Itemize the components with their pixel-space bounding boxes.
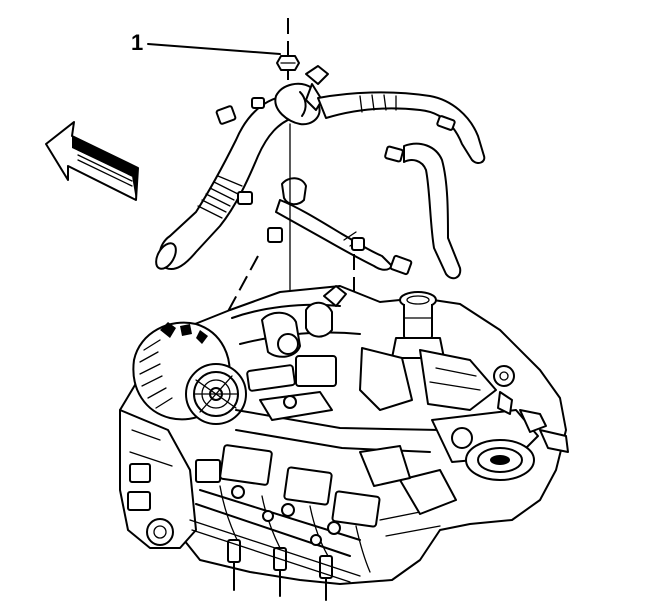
wiring-harness [155,65,486,280]
generator-pulley [185,363,247,425]
connector [215,105,237,125]
connector [351,237,365,251]
front-direction-arrow-icon [45,121,139,201]
engine-block [119,285,569,601]
harness-middle-branch [275,199,393,271]
connector [251,97,265,109]
harness-right-conduit [403,142,462,280]
ignition-coils [195,444,381,528]
callout-1: 1 [131,30,281,55]
harness-retaining-nut [276,55,300,71]
callout-number: 1 [131,30,143,55]
harness-right-branch [317,91,486,164]
connector [436,115,456,131]
callout-leader-line [147,43,281,55]
connector [384,145,404,163]
connector [237,191,253,205]
engine-lower-block [119,409,197,549]
connector [389,254,413,276]
connector [267,227,283,243]
mount-bolt [146,518,174,546]
